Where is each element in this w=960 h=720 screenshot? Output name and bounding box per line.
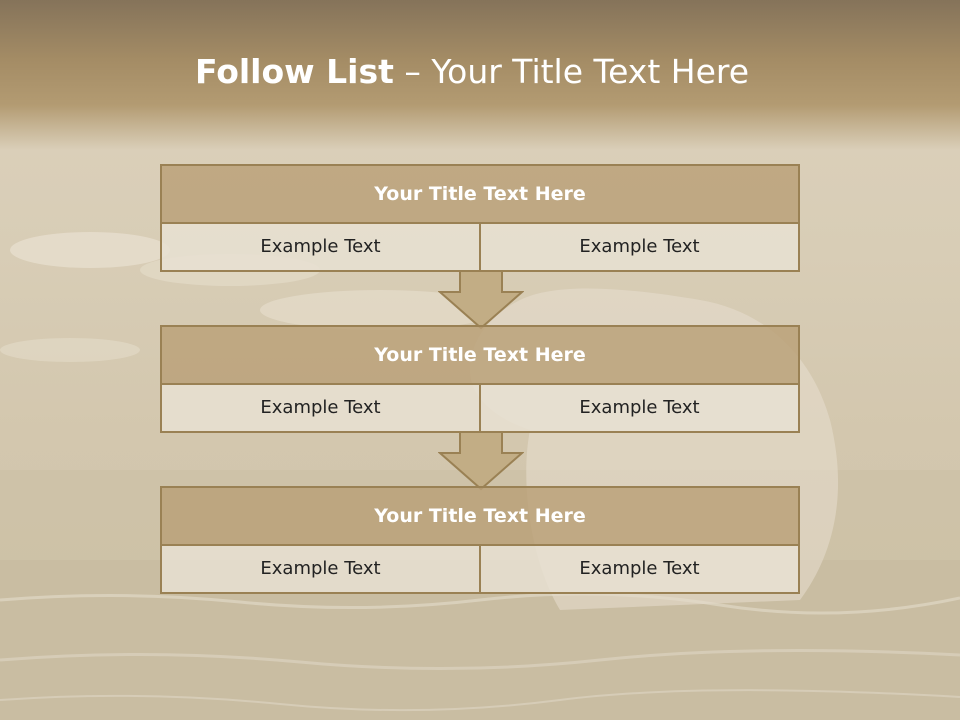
header-band <box>0 0 960 150</box>
slide-title: Follow List – Your Title Text Here <box>0 52 944 91</box>
down-arrow-icon <box>438 270 524 330</box>
block-cell-right: Example Text <box>479 385 798 431</box>
block-cell-right: Example Text <box>479 546 798 592</box>
block-cell-left: Example Text <box>162 224 479 270</box>
block-title: Your Title Text Here <box>162 327 798 385</box>
block-row: Example Text Example Text <box>162 385 798 431</box>
block-row: Example Text Example Text <box>162 224 798 270</box>
block-cell-left: Example Text <box>162 546 479 592</box>
list-block-1: Your Title Text Here Example Text Exampl… <box>160 164 800 272</box>
block-title: Your Title Text Here <box>162 488 798 546</box>
block-cell-left: Example Text <box>162 385 479 431</box>
down-arrow-icon <box>438 431 524 491</box>
slide-title-rest: – Your Title Text Here <box>393 52 750 91</box>
slide-title-bold: Follow List <box>194 52 394 91</box>
block-row: Example Text Example Text <box>162 546 798 592</box>
list-block-2: Your Title Text Here Example Text Exampl… <box>160 325 800 433</box>
block-title: Your Title Text Here <box>162 166 798 224</box>
block-cell-right: Example Text <box>479 224 798 270</box>
list-block-3: Your Title Text Here Example Text Exampl… <box>160 486 800 594</box>
